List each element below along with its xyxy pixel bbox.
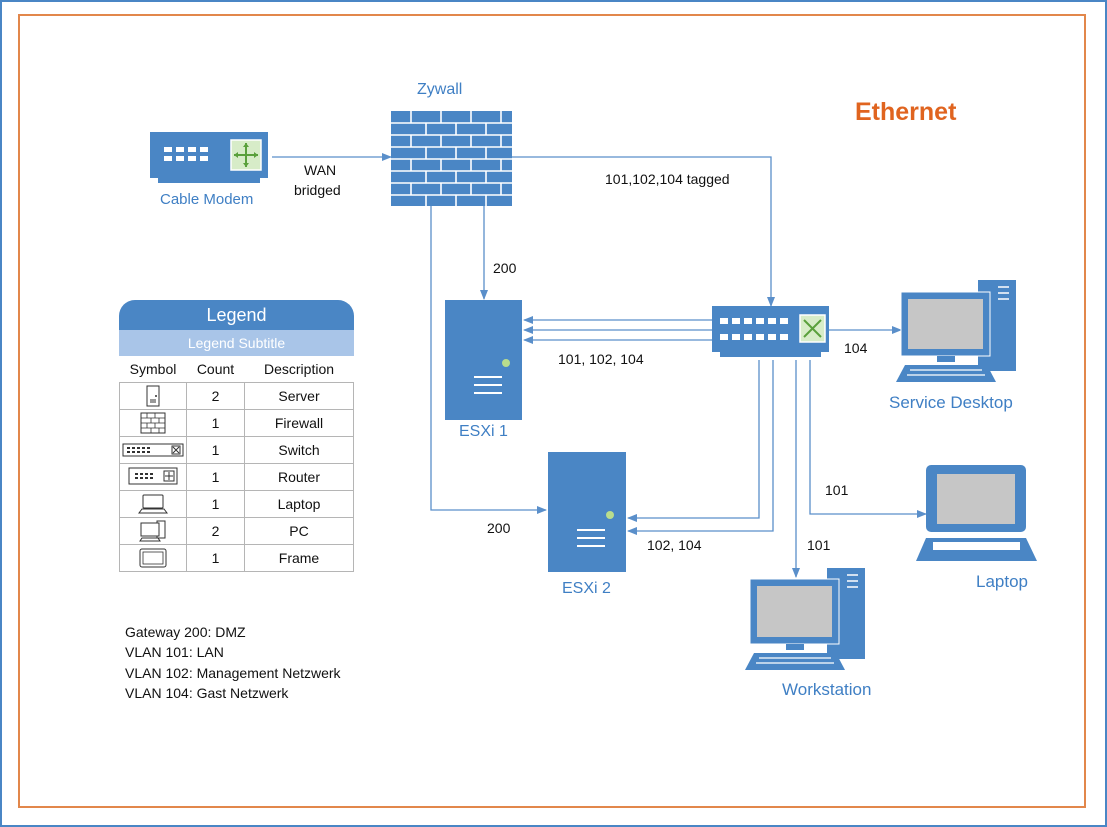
note-line: Gateway 200: DMZ	[125, 624, 246, 640]
legend-symbol-cell	[119, 382, 187, 410]
router-icon	[128, 467, 178, 485]
note-line: VLAN 101: LAN	[125, 644, 224, 661]
legend-row: 1 Firewall	[119, 409, 354, 437]
esxi1-server-icon[interactable]	[445, 300, 522, 420]
switch-laptop-link	[809, 360, 927, 518]
zywall-label: Zywall	[417, 81, 463, 98]
legend-count: 2	[186, 382, 245, 410]
wan-bridged-label: bridged	[294, 182, 341, 198]
legend-count: 1	[186, 463, 245, 491]
legend-header-symbol: Symbol	[129, 361, 177, 377]
legend-row: 1 Router	[119, 463, 354, 491]
workstation-label: Workstation	[782, 680, 872, 699]
legend-count: 2	[186, 517, 245, 545]
legend-header-count: Count	[196, 361, 235, 377]
page-frame	[18, 14, 1086, 808]
server-icon	[146, 385, 160, 407]
connectors	[272, 153, 927, 578]
esxi2-server-icon[interactable]	[548, 452, 626, 572]
legend-row: 2 Server	[119, 382, 354, 410]
legend-description: PC	[244, 517, 354, 545]
cable-modem-label: Cable Modem	[160, 191, 254, 208]
legend-symbol-cell	[119, 544, 187, 572]
legend: Legend Legend Subtitle Symbol Count Desc…	[119, 300, 354, 572]
laptop-label: Laptop	[976, 572, 1028, 591]
legend-description: Router	[244, 463, 354, 491]
switch-icon[interactable]	[712, 306, 829, 357]
legend-row: 1 Frame	[119, 544, 354, 572]
legend-description: Frame	[244, 544, 354, 572]
laptop-icon[interactable]	[916, 465, 1037, 561]
zywall-firewall-icon[interactable]	[391, 111, 512, 206]
legend-symbol-cell	[119, 517, 187, 545]
esxi2-label: ESXi 2	[562, 580, 611, 597]
pc-icon	[139, 520, 166, 542]
switch-laptop-label: 101	[825, 482, 849, 498]
switch-esxi2-link-a	[627, 360, 760, 522]
legend-table: Symbol Count Description 2 Server 1 Fire…	[119, 356, 354, 572]
firewall-icon	[140, 412, 166, 434]
legend-symbol-cell	[119, 436, 187, 464]
wan-link-label: WAN	[304, 162, 337, 178]
workstation-pc-icon[interactable]	[745, 568, 865, 670]
esxi1-label: ESXi 1	[459, 423, 508, 440]
legend-description: Laptop	[244, 490, 354, 518]
legend-count: 1	[186, 544, 245, 572]
legend-description: Server	[244, 382, 354, 410]
switch-esxi2-label: 102, 104	[647, 537, 702, 553]
legend-description: Firewall	[244, 409, 354, 437]
note-line: VLAN 102: Management Netzwerk	[125, 664, 341, 681]
cable-modem-icon[interactable]	[150, 132, 268, 183]
switch-esxi1-label: 101, 102, 104	[558, 351, 644, 367]
zywall-esxi2-label: 200	[487, 520, 511, 536]
service-desktop-pc-icon[interactable]	[896, 280, 1016, 382]
legend-row: 2 PC	[119, 517, 354, 545]
tagged-link-label: 101,102,104 tagged	[605, 171, 730, 187]
switch-workstation-label: 101	[807, 537, 831, 553]
laptop-icon	[138, 494, 168, 514]
legend-header-row: Symbol Count Description	[120, 356, 354, 383]
frame-icon	[139, 548, 167, 568]
switch-desktop-label: 104	[844, 340, 868, 356]
legend-header-description: Description	[263, 361, 335, 377]
legend-symbol-cell	[119, 490, 187, 518]
zywall-esxi1-label: 200	[493, 260, 517, 276]
switch-esxi2-link-b	[627, 360, 774, 535]
zywall-esxi2-link	[430, 205, 547, 514]
vlan-notes: Gateway 200: DMZ VLAN 101: LAN VLAN 102:…	[125, 622, 341, 703]
legend-count: 1	[186, 409, 245, 437]
legend-symbol-cell	[119, 409, 187, 437]
legend-symbol-cell	[119, 463, 187, 491]
tagged-trunk-link	[512, 156, 775, 307]
legend-count: 1	[186, 490, 245, 518]
legend-count: 1	[186, 436, 245, 464]
note-line: VLAN 104: Gast Netzwerk	[125, 684, 289, 701]
diagram-title: Ethernet	[855, 98, 957, 126]
service-desktop-label: Service Desktop	[889, 393, 1013, 412]
legend-row: 1 Switch	[119, 436, 354, 464]
legend-title: Legend	[119, 300, 354, 330]
legend-subtitle: Legend Subtitle	[119, 330, 354, 356]
legend-row: 1 Laptop	[119, 490, 354, 518]
switch-icon	[122, 443, 184, 457]
legend-description: Switch	[244, 436, 354, 464]
